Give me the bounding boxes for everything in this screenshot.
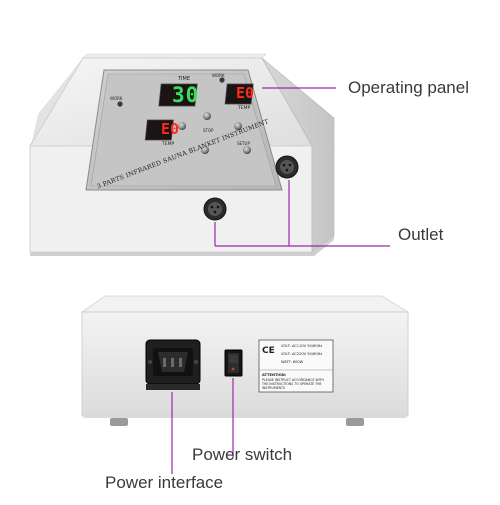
volt-line-2: VOLT: AC220V 50/60Hz [281,352,323,356]
temp-label-left: TEMP [162,142,175,147]
right-temp-value: E0 [236,84,255,102]
outlet-right-socket[interactable] [275,155,299,179]
callout-operating-panel: Operating panel [348,78,469,97]
work-indicator-led [117,101,123,107]
stop-label: STOP [203,128,214,133]
right-temp-display [224,83,254,105]
callout-outlet: Outlet [398,225,444,244]
left-button[interactable] [178,122,186,130]
callout-lines-top [214,87,390,247]
work-label-right: WORK [212,73,225,78]
control-unit-rear-view [80,295,410,426]
temp-label-right: TEMP [238,106,251,111]
time-display [158,83,198,107]
setup-button[interactable] [243,146,251,154]
watt-line: WATT: 600W [281,360,304,364]
callout-lines-bottom [171,378,234,474]
outlet-left-socket[interactable] [203,197,227,221]
power-switch[interactable] [224,349,243,377]
callout-power-switch: Power switch [192,445,293,464]
attention-text: PLEASE INSTRUCT ACCORDANCE WITH THE INST… [262,378,324,390]
left-temp-value: E0 [161,120,180,138]
power-interface-socket[interactable] [145,339,201,390]
callout-power-interface: Power interface [105,473,224,492]
attention-title: ATTENTION: [262,373,287,377]
ce-mark: CE [262,346,275,356]
spec-label [258,339,334,393]
time-display-value: 30 [172,83,200,107]
right-button[interactable] [234,122,242,130]
left-temp-display [144,119,174,141]
work-label-left: WORK [110,96,123,101]
down-button[interactable] [201,146,209,154]
setup-label: SETUP [237,141,250,146]
up-button[interactable] [203,112,211,120]
control-unit-front-view [29,53,335,256]
time-label: TIME [178,76,191,82]
volt-line-1: VOLT: AC110V 50/60Hz [281,344,323,348]
work-indicator-led-right [219,77,225,83]
